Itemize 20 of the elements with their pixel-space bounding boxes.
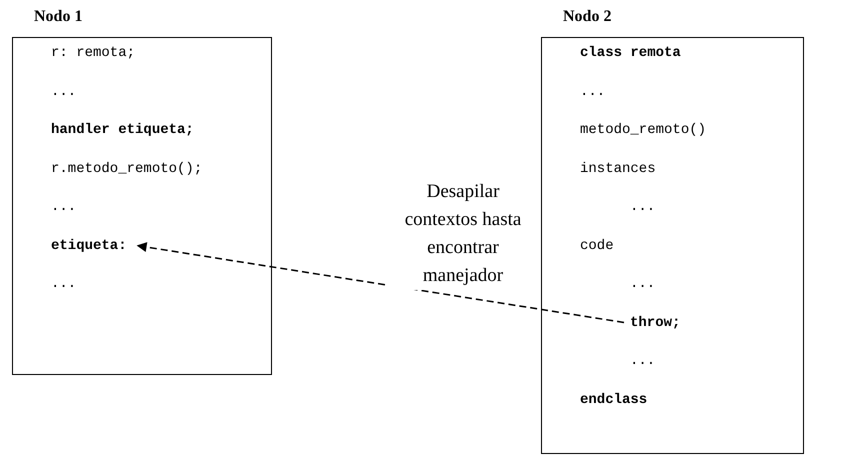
code-line: ... <box>51 198 76 216</box>
dashed-arrow <box>136 242 624 324</box>
code-line: r.metodo_remoto(); <box>51 160 202 178</box>
code-line: etiqueta: <box>51 236 127 254</box>
code-line: endclass <box>580 390 648 408</box>
code-line: handler etiqueta; <box>51 121 194 139</box>
code-line: ... <box>630 275 656 293</box>
node-heading: Nodo 2 <box>563 8 612 26</box>
code-line: ... <box>51 82 76 100</box>
code-line: ... <box>630 352 656 370</box>
code-line: code <box>580 236 614 254</box>
code-line: ... <box>580 82 606 100</box>
code-line: r: remota; <box>51 44 136 62</box>
code-line: ... <box>51 275 76 293</box>
code-line: class remota <box>580 44 681 62</box>
code-line: throw; <box>630 314 680 332</box>
code-line: metodo_remoto() <box>580 121 706 139</box>
node-heading: Nodo 1 <box>34 8 82 26</box>
code-line: instances <box>580 160 656 178</box>
code-line: ... <box>630 198 656 216</box>
